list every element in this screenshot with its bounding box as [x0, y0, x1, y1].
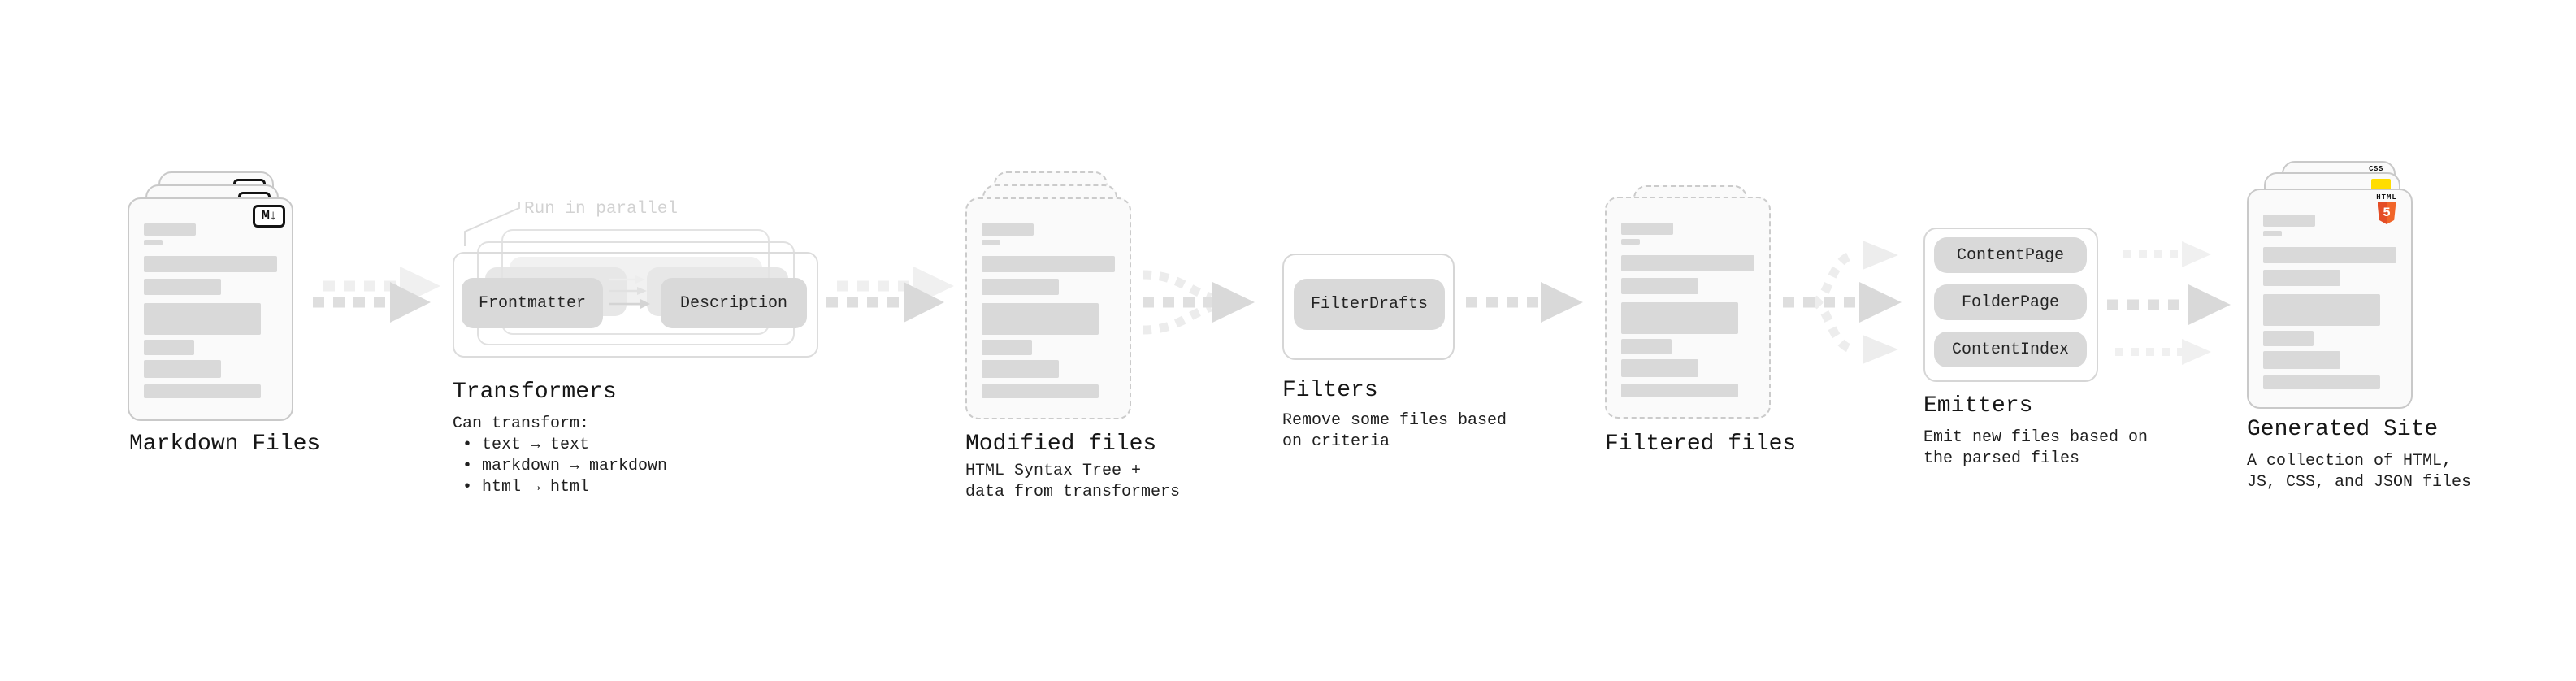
text-bar [1621, 223, 1673, 235]
text-bar [144, 303, 262, 335]
text-bar [1621, 339, 1672, 354]
document-text-placeholder [1607, 198, 1769, 417]
text-bar [2263, 231, 2282, 236]
stage-title-markdown-files: Markdown Files [129, 432, 321, 457]
text-bar [2263, 331, 2314, 346]
bullet-item: • markdown → markdown [462, 457, 668, 475]
transformer-node-description: Description [661, 278, 807, 328]
modified-files-description: HTML Syntax Tree + data from transformer… [965, 462, 1181, 501]
run-in-parallel-note: Run in parallel [524, 200, 679, 219]
flow-arrows-emitters-to-site [2107, 241, 2231, 365]
html5-icon-shield: 5 [2377, 202, 2396, 224]
stage-title-filtered-files: Filtered files [1605, 432, 1797, 457]
description-heading: Can transform: [453, 414, 590, 433]
text-bar [982, 303, 1099, 335]
flow-arrow-markdown-to-transformers [313, 267, 440, 323]
text-bar [1621, 239, 1640, 245]
text-bar [1621, 384, 1739, 397]
filters-description: Remove some files based on criteria [1282, 411, 1507, 451]
text-bar [144, 340, 195, 355]
text-bar [982, 279, 1060, 295]
markdown-file-card-front: M↓ [128, 197, 293, 421]
text-bar [982, 384, 1099, 398]
text-bar [2263, 247, 2396, 263]
flow-arrow-transformers-to-modified [826, 267, 954, 323]
text-bar [982, 360, 1060, 378]
filter-node-filterdrafts: FilterDrafts [1294, 279, 1445, 330]
flow-arrow-filtered-to-emitters [1783, 241, 1902, 364]
emitter-node-contentindex: ContentIndex [1934, 332, 2087, 367]
text-bar [144, 240, 163, 245]
text-bar [144, 279, 222, 295]
stage-title-filters: Filters [1282, 378, 1378, 403]
text-bar [1621, 255, 1754, 271]
text-bar [1621, 359, 1699, 377]
site-file-card-html: HTML 5 [2247, 189, 2413, 409]
emitter-node-contentpage: ContentPage [1934, 237, 2087, 273]
document-text-placeholder [129, 199, 292, 419]
emitters-description: Emit new files based on the parsed files [1923, 428, 2149, 468]
text-bar [1621, 278, 1699, 294]
text-bar [982, 240, 1000, 245]
text-bar [2263, 294, 2381, 326]
modified-file-card-front [965, 197, 1131, 419]
text-bar [2263, 375, 2381, 389]
document-text-placeholder [967, 199, 1130, 418]
text-bar [144, 384, 262, 398]
bullet-item: • html → html [462, 478, 590, 497]
text-bar [2263, 215, 2315, 227]
stage-title-generated-site: Generated Site [2247, 417, 2439, 442]
text-bar [982, 256, 1115, 272]
transformer-node-frontmatter: Frontmatter [462, 278, 603, 328]
note-bracket-line [464, 202, 520, 246]
text-bar [2263, 270, 2341, 286]
markdown-icon: M↓ [253, 205, 285, 228]
text-bar [2263, 351, 2341, 369]
html5-icon: HTML 5 [2369, 193, 2405, 224]
text-bar [982, 340, 1033, 355]
text-bar [1621, 302, 1739, 334]
document-text-placeholder [2249, 190, 2411, 407]
generated-site-description: A collection of HTML, JS, CSS, and JSON … [2247, 452, 2472, 492]
filtered-file-card-front [1605, 197, 1771, 419]
css-icon-label: CSS [2369, 165, 2383, 173]
stage-title-modified-files: Modified files [965, 432, 1157, 457]
stage-title-transformers: Transformers [453, 380, 617, 405]
emitter-node-folderpage: FolderPage [1934, 284, 2087, 320]
text-bar [144, 256, 277, 272]
transformer-frame-front [453, 252, 818, 358]
stage-title-emitters: Emitters [1923, 393, 2033, 419]
flow-arrow-filters-to-filtered [1466, 282, 1583, 323]
html5-icon-label: HTML [2376, 193, 2397, 202]
text-bar [144, 223, 196, 236]
text-bar [144, 360, 222, 378]
parallel-arrows-icon [609, 275, 650, 309]
bullet-item: • text → text [462, 436, 590, 454]
text-bar [982, 223, 1034, 236]
flow-arrow-modified-to-filters [1142, 270, 1255, 335]
transformers-description: Can transform: • text → text • markdown … [453, 414, 667, 498]
